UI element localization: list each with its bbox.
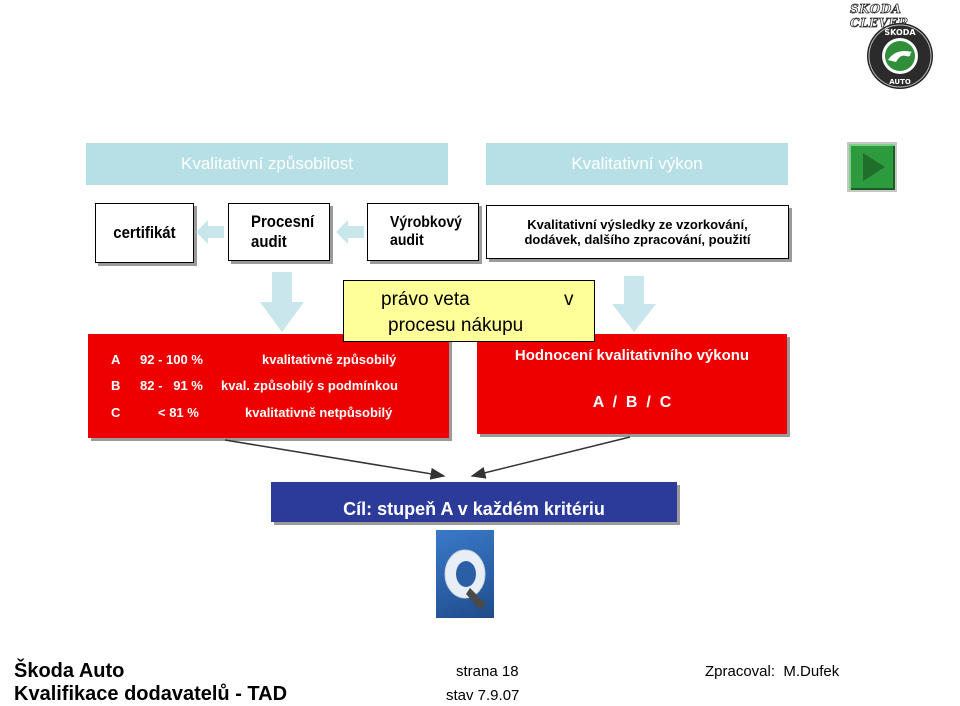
grade-description: kvalitativně způsobilý	[262, 352, 397, 367]
product-audit-line2: audit	[390, 232, 424, 249]
quality-results-line1: Kvalitativní výsledky ze vzorkování,	[527, 217, 748, 232]
grade-row-b: B 82 - 91 % kval. způsobilý s podmínkou	[88, 378, 449, 400]
performance-scale: A / B / C	[592, 394, 672, 411]
capability-grades-panel: A 92 - 100 % kvalitativně způsobilý B 82…	[88, 334, 449, 438]
footer-page: strana 18	[456, 663, 519, 680]
process-audit-box: Procesní audit	[228, 203, 330, 261]
skoda-logo: ŠKODA AUTO	[866, 22, 934, 90]
play-icon	[863, 153, 885, 181]
grade-description: kvalitativně netpůsobilý	[245, 405, 393, 420]
left-arrow-icon	[196, 220, 224, 244]
goal-text: Cíl: stupeň A v každém kritériu	[343, 499, 605, 519]
grade-range: < 81 %	[158, 405, 199, 420]
grade-row-a: A 92 - 100 % kvalitativně způsobilý	[88, 352, 449, 374]
product-audit-line1: Výrobkový	[390, 214, 462, 231]
veto-right-callout: právo veta v procesu nákupu	[343, 280, 595, 342]
grade-letter: A	[111, 352, 121, 367]
product-audit-box: Výrobkový audit	[367, 203, 479, 261]
process-audit-line2: audit	[251, 232, 287, 251]
capability-header: Kvalitativní způsobilost	[86, 143, 448, 185]
performance-header: Kvalitativní výkon	[486, 143, 788, 185]
play-button[interactable]	[847, 142, 897, 192]
callout-line1: právo veta	[381, 289, 470, 310]
certificate-label: certifikát	[113, 223, 176, 242]
grade-description: kval. způsobilý s podmínkou	[221, 378, 398, 393]
grade-range: 92 - 100 %	[140, 352, 203, 367]
grade-letter: C	[111, 405, 121, 420]
grade-range: 82 - 91 %	[140, 378, 203, 393]
callout-line2: procesu nákupu	[388, 315, 524, 336]
certificate-box: certifikát	[95, 203, 194, 263]
performance-title: Hodnocení kvalitativního výkonu	[514, 347, 750, 364]
performance-rating-panel: Hodnocení kvalitativního výkonu A / B / …	[477, 334, 787, 434]
svg-text:AUTO: AUTO	[889, 78, 911, 86]
grade-letter: B	[111, 378, 121, 393]
quality-q-logo	[436, 530, 494, 618]
footer-date: stav 7.9.07	[446, 687, 520, 704]
quality-results-line2: dodávek, dalšího zpracování, použití	[524, 232, 751, 247]
footer-company: Škoda Auto	[14, 660, 125, 682]
grade-row-c: C < 81 % kvalitativně netpůsobilý	[88, 405, 449, 427]
down-arrow-icon	[612, 276, 656, 332]
svg-text:ŠKODA: ŠKODA	[884, 26, 916, 37]
down-arrow-icon	[260, 272, 304, 332]
footer-author: Zpracoval: M.Dufek	[705, 663, 840, 680]
process-audit-line1: Procesní	[251, 212, 315, 231]
left-arrow-icon	[336, 220, 364, 244]
quality-results-box: Kvalitativní výsledky ze vzorkování, dod…	[486, 205, 789, 259]
goal-banner: Cíl: stupeň A v každém kritériu	[271, 482, 677, 522]
callout-line1-suffix: v	[564, 289, 574, 310]
footer-subtitle: Kvalifikace dodavatelů - TAD	[14, 683, 288, 705]
